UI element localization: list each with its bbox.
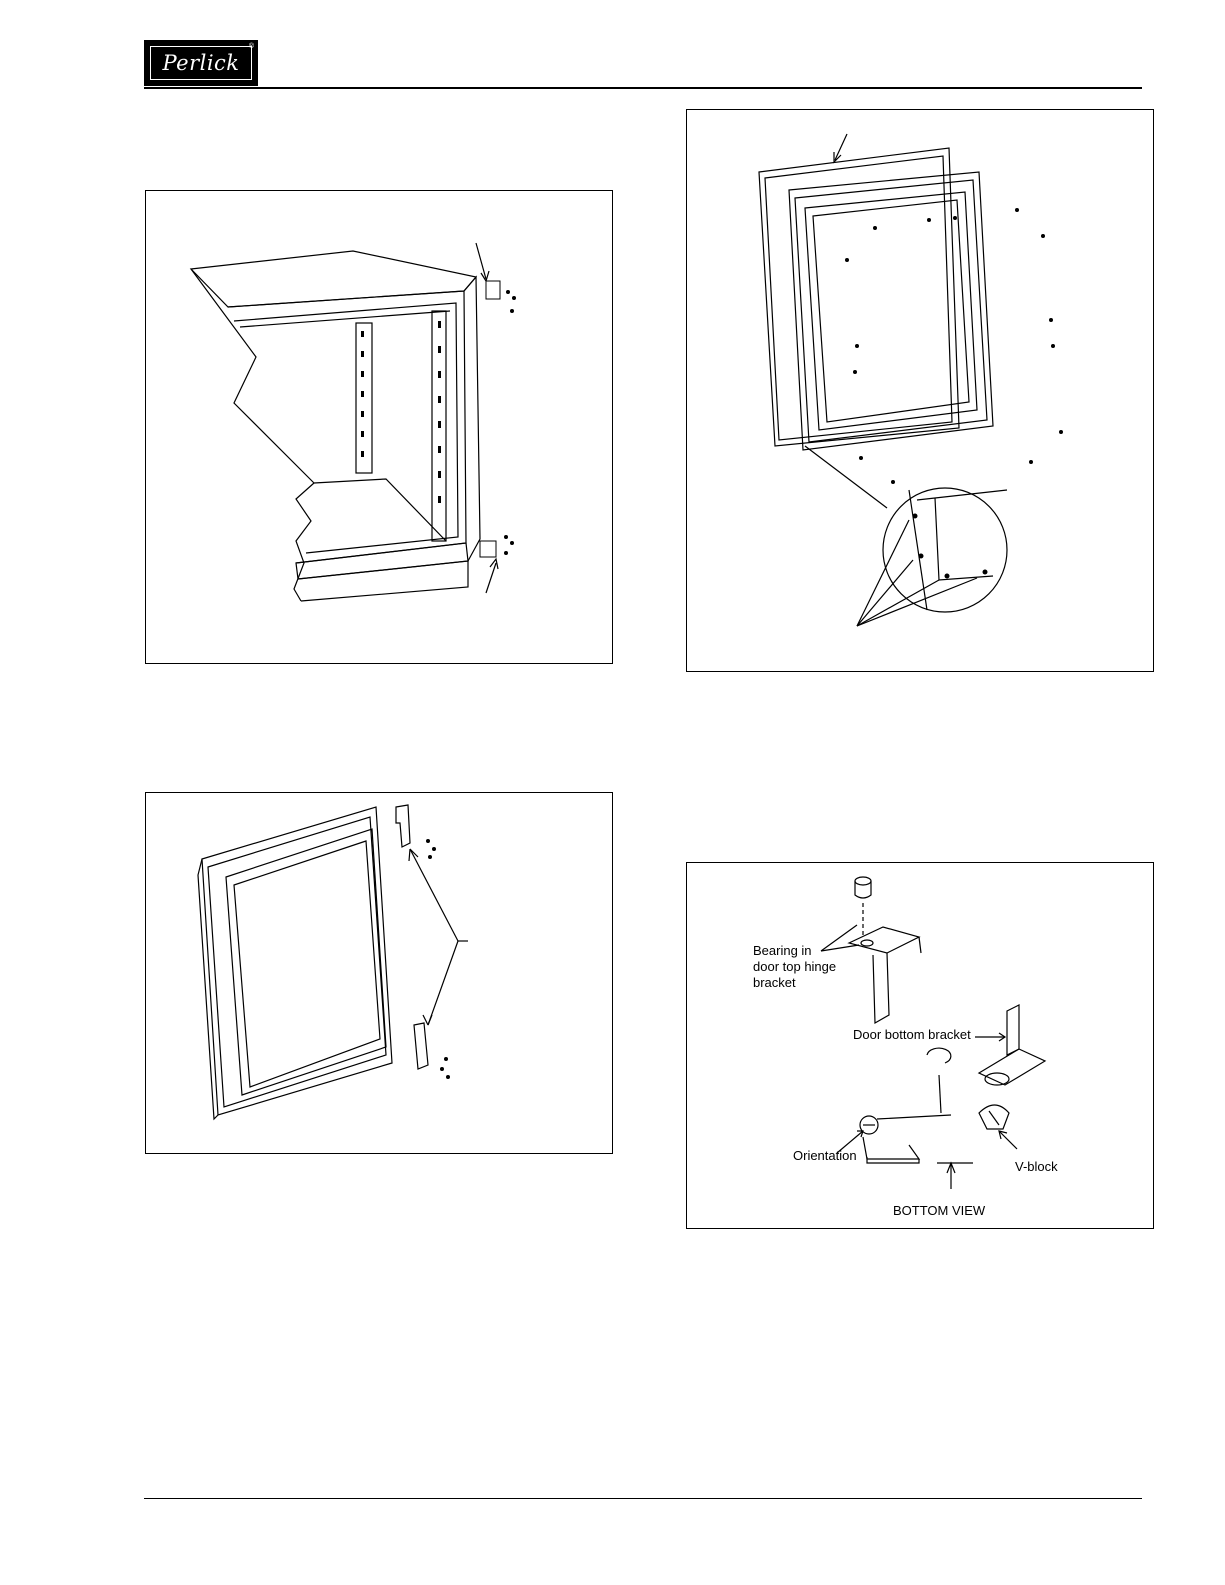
- figure-bracket-detail: Bearing in door top hinge bracket Door b…: [686, 862, 1154, 1229]
- figure-door-hinges: [145, 792, 613, 1154]
- figure-cabinet-hinges: [145, 190, 613, 664]
- cabinet-drawing: [146, 191, 614, 665]
- perlick-logo: Perlick ®: [144, 40, 258, 86]
- bracket-drawing: [687, 863, 1155, 1230]
- label-v-block: V-block: [1015, 1159, 1058, 1175]
- label-door-bottom-bracket: Door bottom bracket: [853, 1027, 971, 1043]
- label-bottom-view: BOTTOM VIEW: [893, 1203, 985, 1219]
- label-orientation: Orientation: [793, 1148, 857, 1164]
- logo-frame: Perlick: [150, 46, 252, 80]
- footer-rule: [144, 1498, 1142, 1499]
- figure-door-gasket: [686, 109, 1154, 672]
- header-rule: [144, 87, 1142, 89]
- logo-text: Perlick: [162, 51, 239, 75]
- door-hinges-drawing: [146, 793, 614, 1155]
- label-bearing: Bearing in door top hinge bracket: [753, 943, 836, 991]
- door-gasket-drawing: [687, 110, 1155, 673]
- registered-mark: ®: [249, 43, 254, 50]
